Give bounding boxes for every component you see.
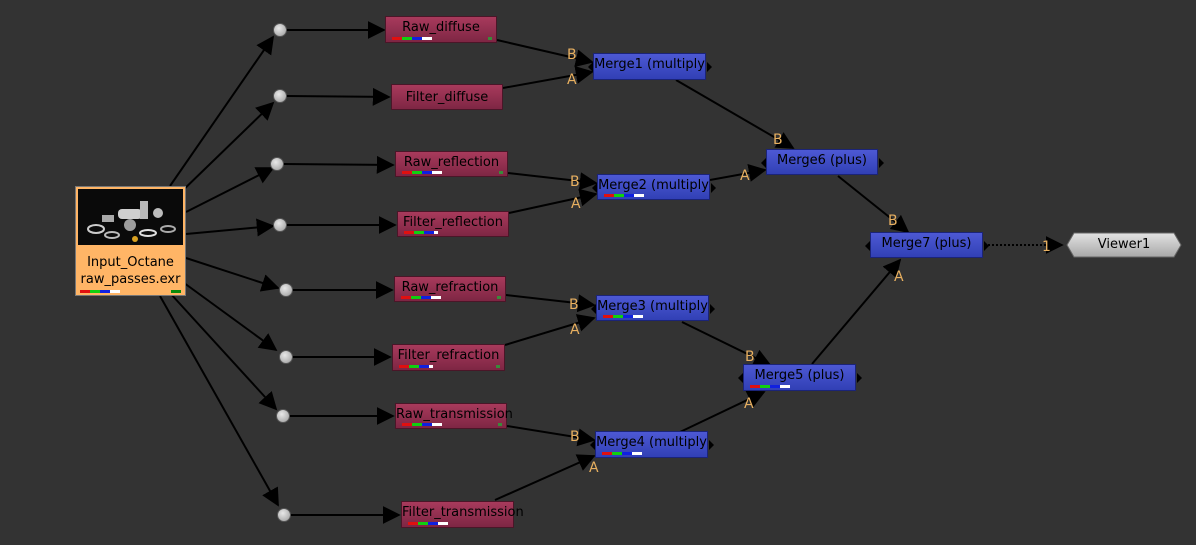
shuffle-node-filter-refraction[interactable]: Filter_refraction: [392, 344, 505, 371]
mask-input-arrow[interactable]: [879, 158, 884, 168]
mask-input-arrow[interactable]: [710, 304, 715, 314]
node-label: Raw_transmission: [396, 407, 513, 422]
read-node-label: Input_Octane: [87, 255, 174, 270]
channel-indicator-green: [499, 171, 503, 174]
channel-indicator-green: [498, 423, 502, 426]
merge-node-merge5[interactable]: Merge5 (plus): [738, 364, 862, 391]
channel-indicator: [750, 385, 790, 388]
channel-indicator: [602, 452, 642, 455]
input-arrow: [592, 183, 597, 193]
channel-indicator: [603, 315, 643, 318]
read-node-filename: raw_passes.exr: [80, 272, 181, 287]
merge-node-merge2[interactable]: Merge2 (multiply: [592, 174, 716, 200]
channel-indicator: [402, 171, 442, 174]
shuffle-node-filter-transmission[interactable]: Filter_transmission: [401, 501, 524, 528]
input-label-a: A: [589, 460, 599, 476]
shuffle-node-filter-diffuse[interactable]: Filter_diffuse: [391, 84, 503, 110]
node-label: Filter_transmission: [402, 505, 524, 520]
dot-node-7[interactable]: [276, 409, 290, 423]
node-label: Raw_diffuse: [402, 20, 480, 35]
input-label-b: B: [773, 132, 783, 148]
input-label-b: B: [570, 429, 580, 445]
mask-input-arrow[interactable]: [984, 241, 989, 251]
dot-node-8[interactable]: [277, 508, 291, 522]
dot-node-3[interactable]: [270, 157, 284, 171]
dot-node-1[interactable]: [273, 23, 287, 37]
mechanical-parts-icon: [78, 189, 183, 245]
input-label-b: B: [567, 47, 577, 63]
dot-node-5[interactable]: [279, 283, 293, 297]
node-label: Filter_refraction: [397, 348, 500, 363]
node-label: Filter_diffuse: [405, 90, 489, 105]
channel-indicator: [401, 296, 441, 299]
input-arrow: [590, 440, 595, 450]
input-label-b: B: [569, 297, 579, 313]
node-label: Raw_refraction: [401, 280, 499, 295]
node-label: Raw_reflection: [403, 155, 500, 170]
channel-indicator: [404, 231, 438, 234]
merge-node-merge6[interactable]: Merge6 (plus): [761, 149, 884, 175]
node-label: Filter_reflection: [403, 215, 503, 230]
shuffle-node-filter-reflection[interactable]: Filter_reflection: [397, 211, 509, 237]
shuffle-node-raw-reflection[interactable]: Raw_reflection: [395, 151, 508, 177]
node-label: Merge2 (multiply: [598, 178, 709, 193]
channel-indicator-green: [488, 37, 492, 40]
input-label-a: A: [567, 72, 577, 88]
viewer-node-shape: [1066, 232, 1182, 258]
channel-indicator-green: [497, 296, 501, 299]
mask-input-arrow[interactable]: [709, 440, 714, 450]
input-label-b: B: [745, 349, 755, 365]
input-label-b: B: [888, 213, 898, 229]
shuffle-node-raw-refraction[interactable]: Raw_refraction: [394, 276, 506, 302]
input-arrow: [865, 241, 870, 251]
viewer-node-label: Viewer1: [1097, 237, 1151, 252]
mask-input-arrow[interactable]: [857, 373, 862, 383]
input-arrow: [761, 158, 766, 168]
viewer-input-number: 1: [1042, 239, 1051, 255]
shuffle-node-raw-transmission[interactable]: Raw_transmission: [395, 403, 513, 429]
channel-indicator: [402, 423, 442, 426]
viewer-node[interactable]: Viewer1: [1066, 232, 1182, 258]
input-arrow: [591, 304, 596, 314]
merge-node-merge1[interactable]: Merge1 (multiply: [588, 53, 712, 80]
node-label: Merge1 (multiply: [594, 57, 705, 72]
dot-node-6[interactable]: [279, 350, 293, 364]
channel-indicator: [399, 365, 433, 368]
dot-node-4[interactable]: [273, 218, 287, 232]
merge-node-merge7[interactable]: Merge7 (plus): [865, 232, 989, 258]
input-label-b: B: [570, 174, 580, 190]
input-label-a: A: [740, 168, 750, 184]
mask-input-arrow[interactable]: [707, 62, 712, 72]
mask-input-arrow[interactable]: [711, 183, 716, 193]
input-arrow: [738, 373, 743, 383]
read-node-input-octane[interactable]: Input_Octane raw_passes.exr: [75, 186, 186, 296]
channel-indicator-green: [171, 290, 181, 293]
channel-indicator: [604, 194, 644, 197]
input-label-a: A: [571, 196, 581, 212]
node-label: Merge6 (plus): [776, 153, 867, 168]
channel-indicator: [80, 290, 120, 293]
input-label-a: A: [570, 322, 580, 338]
channel-indicator: [408, 522, 448, 525]
channel-indicator: [392, 37, 432, 40]
input-label-a: A: [744, 396, 754, 412]
node-label: Merge5 (plus): [754, 368, 845, 383]
shuffle-node-raw-diffuse[interactable]: Raw_diffuse: [385, 16, 497, 43]
merge-node-merge3[interactable]: Merge3 (multiply: [591, 295, 715, 321]
merge-node-merge4[interactable]: Merge4 (multiply: [590, 431, 714, 458]
input-label-a: A: [894, 269, 904, 285]
node-label: Merge4 (multiply: [596, 435, 707, 450]
dot-node-2[interactable]: [273, 89, 287, 103]
channel-indicator-green: [496, 365, 500, 368]
node-label: Merge3 (multiply: [597, 299, 708, 314]
node-label: Merge7 (plus): [881, 236, 972, 251]
input-arrow: [588, 62, 593, 72]
